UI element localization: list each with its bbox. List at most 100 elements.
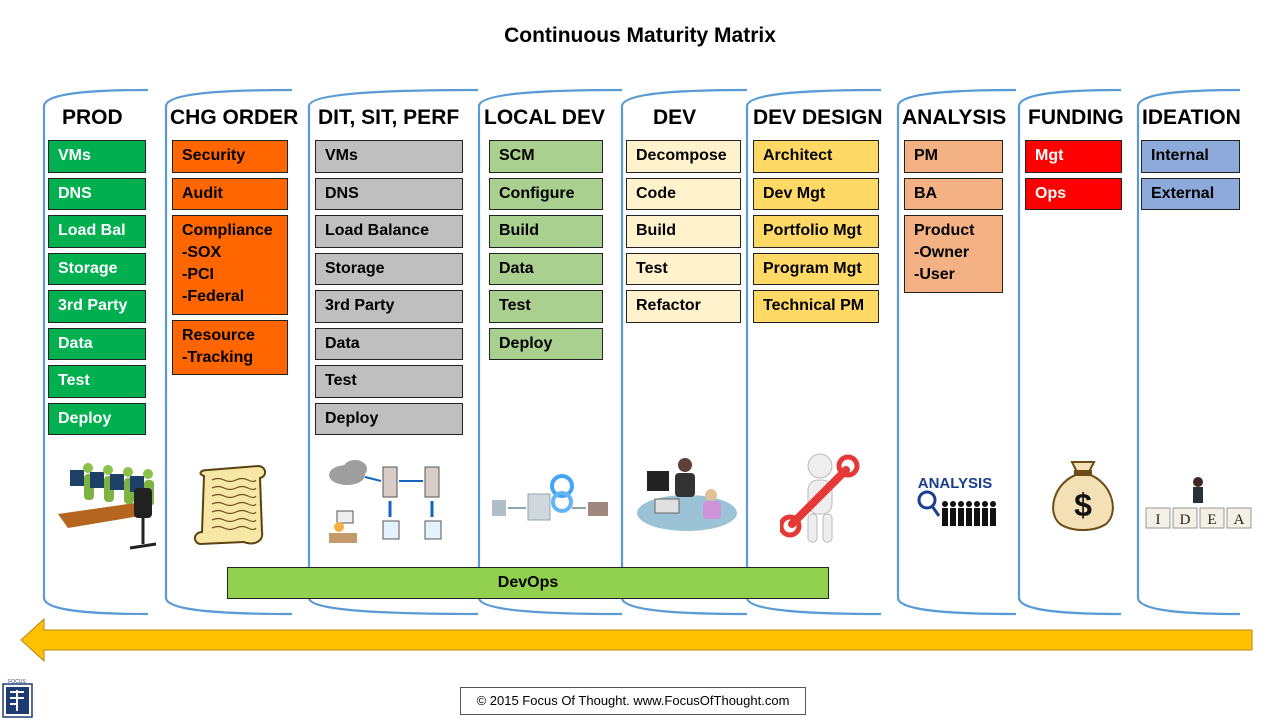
item-label: Ops xyxy=(1035,184,1067,202)
item-label: Portfolio Mgt xyxy=(763,222,862,239)
item-label: Test xyxy=(499,297,531,314)
item-label: Product xyxy=(914,222,975,239)
item-label: PM xyxy=(914,147,938,164)
item-label: Deploy xyxy=(325,409,379,427)
item-label: Mgt xyxy=(1035,147,1064,164)
prod-item-box: Storage xyxy=(48,252,146,285)
prod-item-box: 3rd Party xyxy=(48,290,146,323)
item-label: Deploy xyxy=(58,409,112,427)
item-label: Storage xyxy=(325,259,385,277)
copyright-text: © 2015 Focus Of Thought. www.FocusOfThou… xyxy=(460,687,806,715)
dev-item-box: Code xyxy=(626,177,741,210)
local-dev-item-box: Deploy xyxy=(489,327,603,360)
chg-order-item-box: Security xyxy=(172,140,288,173)
dit-sit-perf-item-box: 3rd Party xyxy=(315,290,463,323)
dev-design-item-box: Program Mgt xyxy=(753,252,879,285)
item-label: BA xyxy=(914,184,938,202)
build-pipeline-icon xyxy=(492,474,608,521)
item-label: -Owner xyxy=(914,244,970,261)
item-label: Load Balance xyxy=(325,222,430,239)
item-label: Internal xyxy=(1151,147,1209,164)
item-label: Code xyxy=(636,184,676,202)
item-label: Test xyxy=(636,259,668,277)
item-label: SCM xyxy=(499,147,535,164)
prod-item-box: VMs xyxy=(48,140,146,173)
column-header-dev: DEV xyxy=(653,106,697,129)
dev-item-box: Decompose xyxy=(626,140,741,173)
item-label: Data xyxy=(58,334,93,352)
dit-sit-perf-item-box: Data xyxy=(315,327,463,360)
column-header-analysis: ANALYSIS xyxy=(902,106,1007,129)
dev-item-box: Test xyxy=(626,252,741,285)
chg-order-item-box: Resource-Tracking xyxy=(172,320,288,375)
prod-item-box: Test xyxy=(48,365,146,398)
item-label: Data xyxy=(325,334,360,352)
dit-sit-perf-item-box: Test xyxy=(315,365,463,398)
prod-item-box: Load Bal xyxy=(48,215,146,248)
scroll-document-icon xyxy=(194,464,266,546)
item-label: Refactor xyxy=(636,297,701,314)
item-label: Dev Mgt xyxy=(763,184,826,202)
ideation-item-box: Internal xyxy=(1141,140,1240,173)
item-label: Deploy xyxy=(499,334,553,352)
item-label: VMs xyxy=(58,147,91,164)
item-label: DNS xyxy=(58,184,92,202)
item-label: 3rd Party xyxy=(325,297,395,314)
focus-logo-icon: FOCUS xyxy=(2,679,33,718)
column-header-prod: PROD xyxy=(62,106,123,129)
item-label: Program Mgt xyxy=(763,259,862,277)
local-dev-item-box: Data xyxy=(489,252,603,285)
item-label: Configure xyxy=(499,184,575,202)
dit-sit-perf-item-box: Deploy xyxy=(315,402,463,435)
funding-item-box: Ops xyxy=(1025,177,1122,210)
item-label: Technical PM xyxy=(763,297,865,314)
item-label: Security xyxy=(182,147,246,164)
item-label: DNS xyxy=(325,184,359,202)
analysis-magnifier-icon: ANALYSIS xyxy=(917,475,996,526)
dev-design-item-box: Dev Mgt xyxy=(753,177,879,210)
dollar-sign-text: $ xyxy=(1074,487,1092,523)
item-label: Architect xyxy=(763,147,833,164)
item-label: Compliance xyxy=(182,222,273,239)
dev-design-item-box: Portfolio Mgt xyxy=(753,215,879,248)
idea-tile-letter: D xyxy=(1180,512,1191,528)
item-label: Storage xyxy=(58,259,118,277)
item-label: Build xyxy=(636,222,676,239)
item-label: VMs xyxy=(325,147,358,164)
idea-tile-letter: A xyxy=(1234,512,1245,528)
item-label: Audit xyxy=(182,184,223,202)
idea-tile-letter: E xyxy=(1207,512,1216,528)
column-header-local-dev: LOCAL DEV xyxy=(484,106,605,129)
column-header-ideation: IDEATION xyxy=(1142,106,1241,129)
column-header-funding: FUNDING xyxy=(1028,106,1124,129)
item-label: Load Bal xyxy=(58,222,126,239)
dev-design-item-box: Technical PM xyxy=(753,290,879,323)
devops-bar: DevOps xyxy=(227,567,829,599)
analysis-item-box: PM xyxy=(904,140,1003,173)
money-bag-icon: $ xyxy=(1052,461,1114,531)
item-label: -PCI xyxy=(182,266,214,283)
dit-sit-perf-item-box: VMs xyxy=(315,140,463,173)
prod-item-box: Deploy xyxy=(48,402,146,435)
dit-sit-perf-item-box: Storage xyxy=(315,252,463,285)
item-label: -User xyxy=(914,266,955,283)
column-header-chg-order: CHG ORDER xyxy=(170,106,299,129)
analysis-item-box: BA xyxy=(904,177,1003,210)
wrench-figure-icon xyxy=(780,453,860,543)
local-dev-item-box: Test xyxy=(489,290,603,323)
local-dev-item-box: SCM xyxy=(489,140,603,173)
server-diagram-icon xyxy=(329,460,442,543)
item-label: Test xyxy=(58,372,90,389)
item-label: Decompose xyxy=(636,147,727,164)
analysis-item-box: Product -Owner -User xyxy=(904,215,1003,293)
left-arrow-icon xyxy=(20,618,1253,662)
developers-at-desk-icon xyxy=(637,458,737,531)
people-at-computers-icon xyxy=(58,463,157,550)
item-label: Data xyxy=(499,259,534,277)
idea-tile-letter: I xyxy=(1156,512,1161,528)
item-label: -Federal xyxy=(182,288,245,305)
item-label: External xyxy=(1151,184,1215,202)
dev-item-box: Build xyxy=(626,215,741,248)
chg-order-item-box: Audit xyxy=(172,177,288,210)
